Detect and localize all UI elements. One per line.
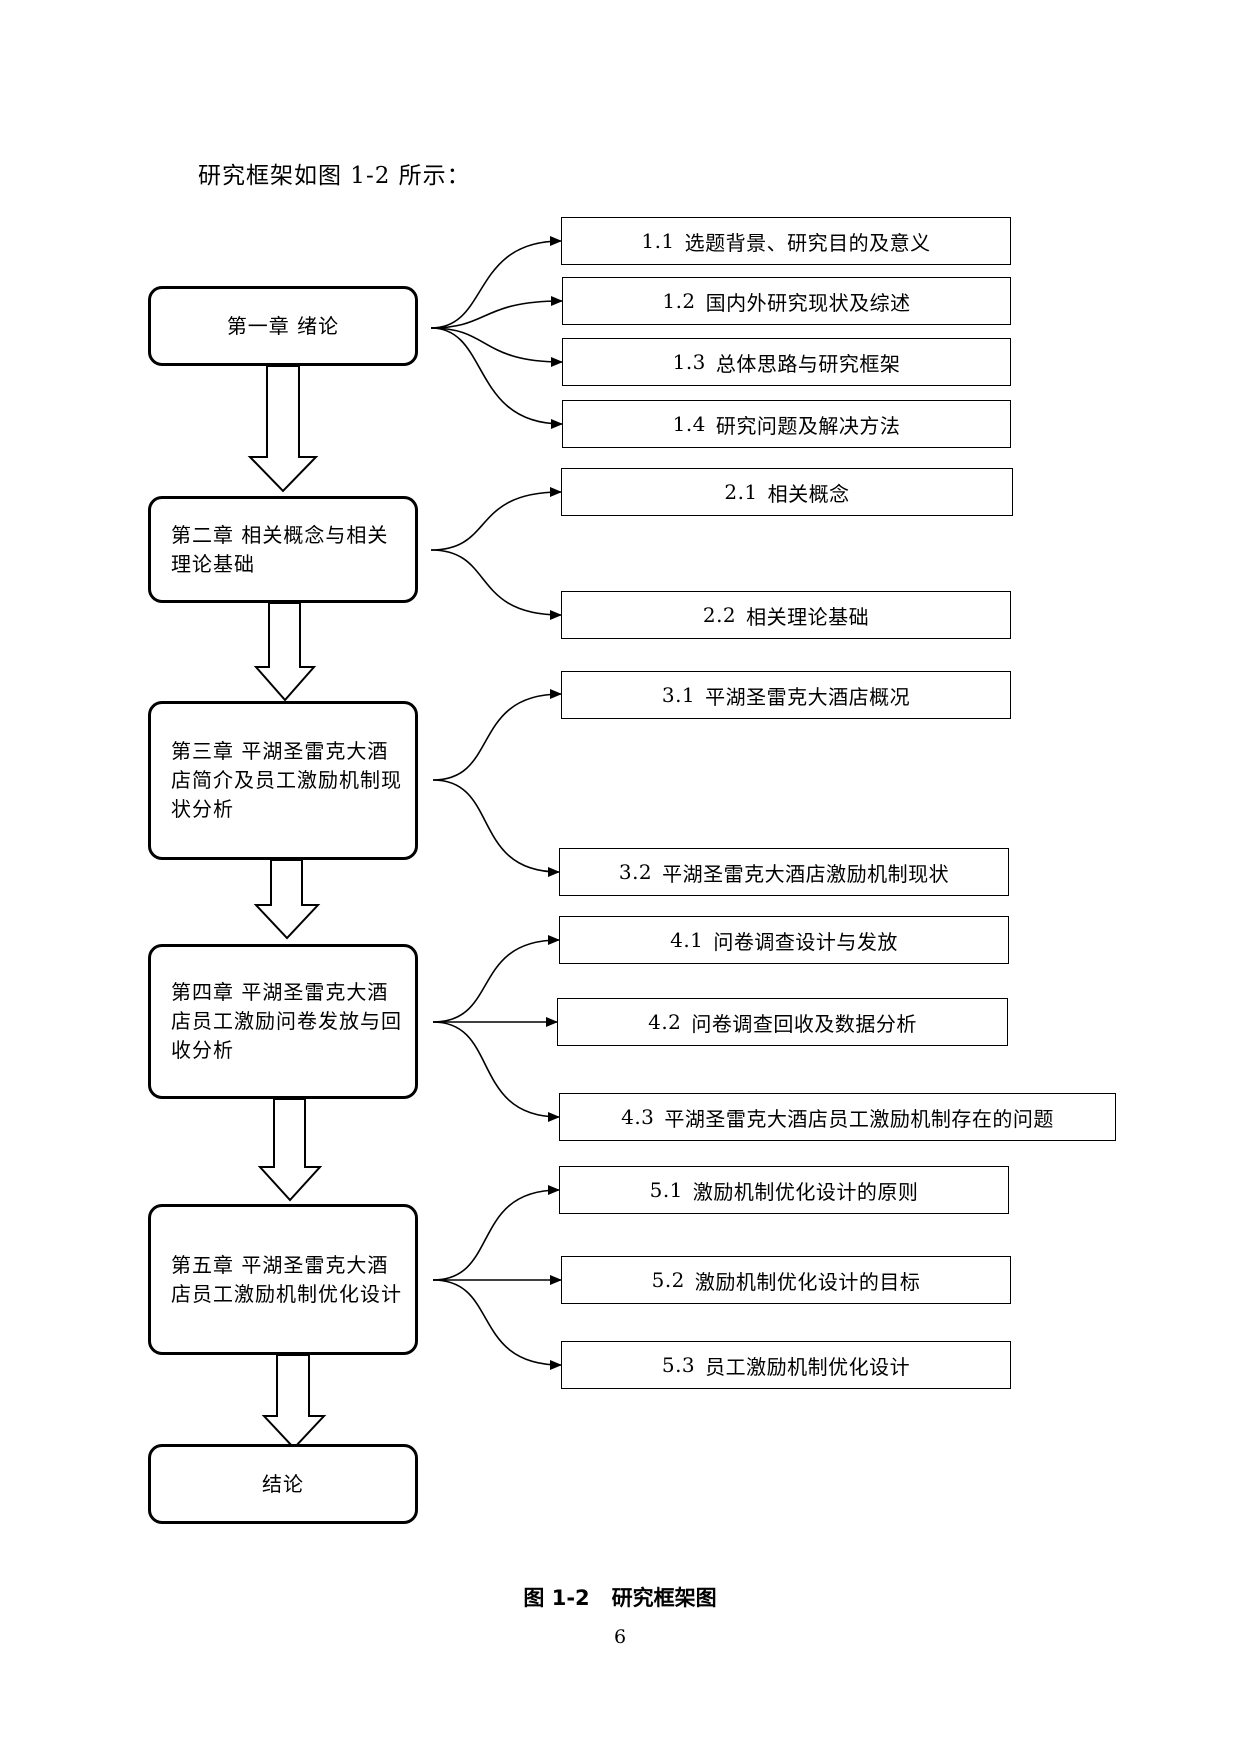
chapter-box-conclusion: 结论 [148,1444,418,1524]
section-number: 5.1 [649,1178,683,1202]
chapter-title: 第四章 平湖圣雷克大酒店员工激励问卷发放与回收分析 [171,980,402,1062]
branch-arrow [432,689,562,781]
section-number: 4.3 [621,1105,655,1129]
section-label: 平湖圣雷克大酒店激励机制现状 [662,861,950,886]
chapter-down-arrow [247,365,319,493]
section-number: 4.1 [670,928,704,952]
section-label: 总体思路与研究框架 [715,351,901,376]
chapter-box-1: 第一章 绪论 [148,286,418,366]
branch-arrow [430,487,562,551]
section-box-4-2: 4.2 问卷调查回收及数据分析 [557,998,1008,1046]
section-box-3-2: 3.2 平湖圣雷克大酒店激励机制现状 [559,848,1009,896]
chapter-box-5: 第五章 平湖圣雷克大酒店员工激励机制优化设计 [148,1204,418,1355]
branch-arrow [430,327,563,367]
chapter-box-2: 第二章 相关概念与相关理论基础 [148,496,418,603]
chapter-down-arrow [257,1098,323,1202]
section-box-4-3: 4.3 平湖圣雷克大酒店员工激励机制存在的问题 [559,1093,1116,1141]
section-box-1-3: 1.3 总体思路与研究框架 [562,338,1011,386]
section-box-1-1: 1.1 选题背景、研究目的及意义 [561,217,1011,265]
section-number: 3.2 [618,860,653,884]
section-number: 2.2 [702,603,737,627]
section-number: 3.1 [661,683,696,707]
branch-arrow [430,549,562,620]
section-number: 5.2 [651,1268,685,1292]
branch-arrow [432,779,560,877]
section-label: 平湖圣雷克大酒店员工激励机制存在的问题 [664,1106,1054,1131]
chapter-title: 结论 [262,1471,304,1496]
section-label: 问卷调查回收及数据分析 [691,1011,917,1036]
chapter-down-arrow [253,859,321,940]
section-number: 5.3 [661,1353,696,1377]
chapter-title: 第一章 绪论 [226,313,340,338]
section-box-1-2: 1.2 国内外研究现状及综述 [562,277,1011,325]
branch-arrow [432,1279,562,1370]
chapter-box-3: 第三章 平湖圣雷克大酒店简介及员工激励机制现状分析 [148,701,418,860]
branch-arrow [432,935,560,1023]
branch-arrow [430,327,563,429]
chapter-title: 第二章 相关概念与相关理论基础 [171,522,389,576]
section-box-5-1: 5.1 激励机制优化设计的原则 [559,1166,1009,1214]
section-number: 2.1 [724,480,758,504]
page-number: 6 [613,1626,627,1648]
chapter-down-arrow [261,1354,327,1450]
figure-caption: 图 1-2 研究框架图 [523,1586,717,1610]
section-box-3-1: 3.1 平湖圣雷克大酒店概况 [561,671,1011,719]
intro-text: 研究框架如图 1-2 所示： [198,163,471,189]
chapter-title: 第五章 平湖圣雷克大酒店员工激励机制优化设计 [171,1252,402,1306]
section-box-5-3: 5.3 员工激励机制优化设计 [561,1341,1011,1389]
section-box-2-1: 2.1 相关概念 [561,468,1013,516]
section-label: 激励机制优化设计的原则 [692,1179,919,1204]
section-box-2-2: 2.2 相关理论基础 [561,591,1011,639]
section-box-5-2: 5.2 激励机制优化设计的目标 [561,1256,1011,1304]
section-box-4-1: 4.1 问卷调查设计与发放 [559,916,1009,964]
section-label: 平湖圣雷克大酒店概况 [705,684,911,709]
chapter-box-4: 第四章 平湖圣雷克大酒店员工激励问卷发放与回收分析 [148,944,418,1099]
section-label: 员工激励机制优化设计 [705,1354,911,1379]
section-number: 1.1 [641,229,675,253]
section-label: 研究问题及解决方法 [715,413,901,438]
section-label: 激励机制优化设计的目标 [694,1269,921,1294]
branch-arrow [430,296,563,329]
section-number: 1.3 [672,350,706,374]
branch-arrow [432,1021,560,1122]
branch-arrow [430,236,562,329]
section-label: 选题背景、研究目的及意义 [684,230,931,255]
section-box-1-4: 1.4 研究问题及解决方法 [562,400,1011,448]
section-number: 1.2 [662,289,696,313]
section-label: 相关概念 [767,481,850,506]
chapter-title: 第三章 平湖圣雷克大酒店简介及员工激励机制现状分析 [171,739,402,821]
section-label: 相关理论基础 [746,604,870,629]
section-number: 4.2 [648,1010,682,1034]
chapter-down-arrow [253,602,317,702]
section-number: 1.4 [672,412,706,436]
branch-arrow [432,1185,560,1281]
section-label: 国内外研究现状及综述 [705,290,911,315]
section-label: 问卷调查设计与发放 [713,929,898,954]
